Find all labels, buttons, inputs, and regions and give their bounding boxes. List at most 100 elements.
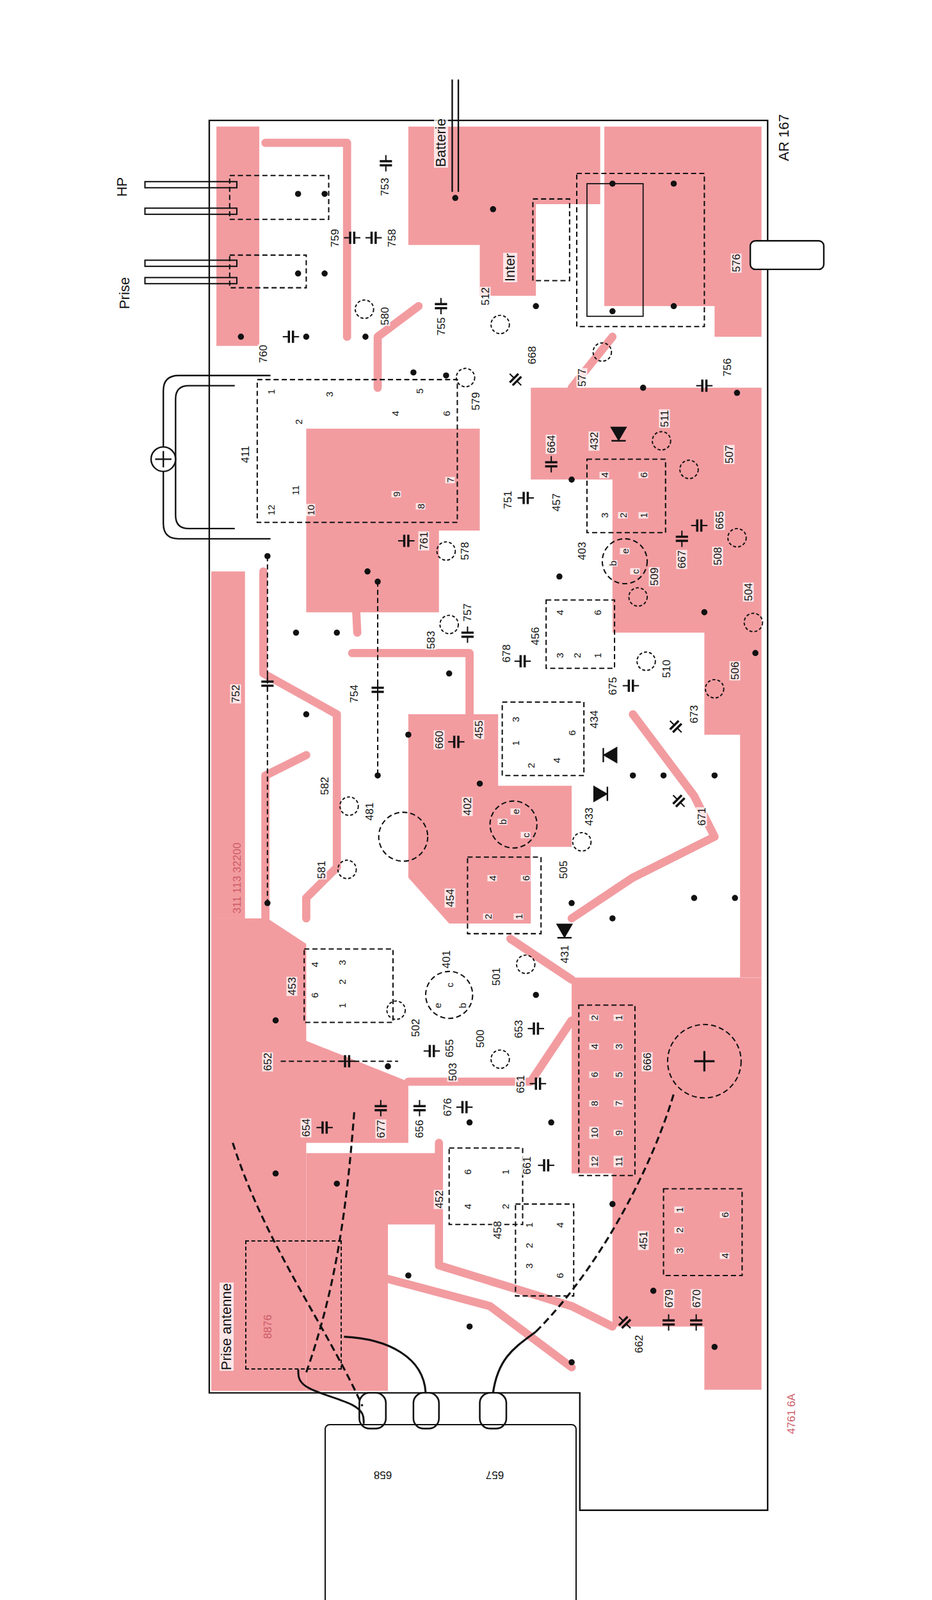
solder-pad [691, 894, 698, 902]
capacitor-symbol [505, 369, 527, 390]
solder-pad [272, 1170, 280, 1178]
copper-area [571, 977, 762, 1390]
callout-number: 505 [558, 860, 570, 880]
pin-number: b [607, 560, 618, 567]
copper-area [408, 714, 572, 924]
callout-number: 502 [410, 1018, 422, 1038]
part-label: Prise antenne [219, 1282, 234, 1372]
callout-number: 510 [661, 658, 673, 678]
callout-number: 666 [642, 1051, 653, 1071]
capacitor-symbol [662, 1314, 675, 1332]
capacitor-symbol [343, 231, 361, 244]
transistor-outline [378, 812, 429, 862]
callout-number: 402 [462, 796, 474, 817]
board-outline [209, 120, 768, 1511]
speaker-jack [144, 277, 237, 285]
callout-number: 411 [239, 444, 251, 464]
pin-number: 4 [589, 1042, 600, 1050]
pin-number: 10 [589, 1127, 600, 1140]
solder-pad [272, 1017, 280, 1025]
callout-number: 670 [690, 1288, 702, 1308]
test-point [636, 652, 656, 671]
callout-number: 758 [386, 227, 398, 248]
callout-number: 511 [659, 409, 671, 428]
connector-plug: 658657 [324, 1424, 577, 1600]
copper-area [216, 126, 260, 347]
callout-number: 508 [712, 546, 724, 566]
capacitor-symbol [261, 675, 274, 692]
solder-pad [568, 899, 575, 907]
test-point [727, 528, 747, 548]
pin-number: 3 [510, 716, 521, 723]
solder-pad [609, 180, 616, 187]
solder-pad [711, 772, 719, 780]
callout-number: 662 [633, 1334, 645, 1354]
solder-pad [670, 180, 678, 187]
component-outline [449, 1148, 523, 1226]
callout-number: 451 [637, 1230, 649, 1250]
callout-number: 652 [261, 1051, 273, 1071]
copper-trace [263, 142, 715, 1368]
callout-number: 455 [473, 720, 484, 740]
callout-number: 453 [286, 976, 298, 996]
pin-number: 4 [309, 961, 320, 968]
pin-number: b [497, 818, 507, 826]
pin-number: 1 [337, 1002, 347, 1009]
pin-number: 2 [337, 978, 347, 986]
callout-number: 654 [300, 1118, 312, 1138]
transistor-outline [602, 538, 648, 584]
solder-pad [489, 206, 497, 213]
pin-number: 5 [414, 387, 425, 395]
solder-pad [556, 573, 563, 580]
capacitor-symbol [461, 626, 474, 644]
pin-number: 8 [416, 503, 426, 510]
component-outline [546, 600, 615, 669]
pin-number: 6 [441, 410, 451, 417]
antenna-socket: Prise antenne8876 [245, 1240, 343, 1371]
speaker-jack [144, 208, 237, 215]
solder-pad [303, 711, 310, 718]
solder-pad [405, 1272, 412, 1279]
test-point [490, 315, 510, 335]
pin-number: 1 [510, 739, 521, 747]
pin-number: 3 [524, 1262, 534, 1269]
solder-pad [442, 372, 450, 379]
callout-number: 655 [443, 1038, 455, 1059]
copper-trace [336, 1265, 572, 1368]
plug-pin [480, 1392, 507, 1429]
volume-control-bracket [162, 451, 164, 468]
plug-pin [359, 1392, 507, 1429]
pin-number: 3 [554, 652, 564, 659]
solder-pad [476, 780, 484, 788]
pin-number: 8 [589, 1100, 600, 1107]
callout-number: 755 [435, 316, 447, 337]
callout-number: 583 [425, 630, 437, 650]
pin-number: 2 [293, 417, 303, 425]
connector-label: 658 [373, 1469, 393, 1481]
solder-pad [374, 772, 381, 780]
capacitor-symbol [545, 456, 558, 474]
solder-pad [264, 899, 271, 907]
capacitor-symbol [690, 1314, 703, 1332]
callout-number: 403 [576, 541, 588, 561]
solder-pad [362, 333, 369, 340]
pin-number: 4 [720, 1252, 730, 1259]
volume-control-bracket [163, 375, 271, 539]
board-outline [209, 120, 768, 1511]
solder-pad [293, 629, 300, 637]
copper-area [211, 126, 762, 1391]
callout-number: 665 [714, 510, 726, 531]
pin-number: 7 [613, 1100, 624, 1107]
solder-pad [752, 650, 759, 657]
pin-number: 2 [617, 512, 628, 519]
capacitor-symbol [448, 736, 465, 749]
capacitor-symbol [696, 379, 714, 392]
capacitor-symbol [423, 1045, 441, 1058]
capacitor-symbol [691, 519, 708, 532]
callout-number: 507 [723, 444, 735, 465]
callout-number: 761 [417, 531, 429, 551]
solder-pad [568, 1359, 575, 1366]
plug-pin [413, 1392, 440, 1429]
callout-number: 432 [588, 431, 600, 451]
test-point [456, 368, 475, 388]
